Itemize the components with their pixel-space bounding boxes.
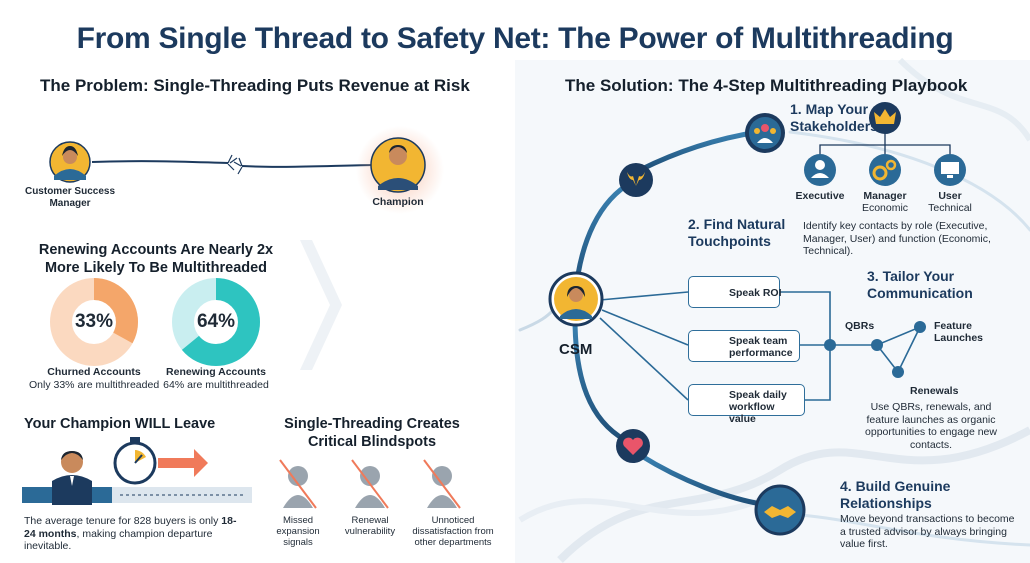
blindspots-heading: Single-Threading Creates Critical Blinds… xyxy=(284,416,460,450)
touchpoint-roi-label: Speak ROI xyxy=(729,287,782,299)
gears-icon xyxy=(869,154,901,186)
role-user: User xyxy=(938,190,962,202)
blindspot-person-icon xyxy=(423,459,461,509)
role-user-sub: Technical xyxy=(928,202,972,214)
touchpoint-roi xyxy=(688,276,780,308)
touchpoint-team-label: Speak team performance xyxy=(729,335,793,359)
tenure-text: The average tenure for 828 buyers is onl… xyxy=(24,515,237,552)
renewing-label: Renewing Accounts xyxy=(166,366,266,378)
communication-network xyxy=(824,321,926,378)
leaving-person-icon xyxy=(52,451,92,505)
renewing-percent: 64% xyxy=(196,311,236,332)
champion-leave-heading: Your Champion WILL Leave xyxy=(24,416,216,432)
node-qbrs: QBRs xyxy=(845,320,875,332)
problem-heading: The Problem: Single-Threading Puts Reven… xyxy=(40,76,470,95)
touchpoint-team xyxy=(688,330,800,362)
crown-icon xyxy=(869,102,901,134)
role-manager-sub: Economic xyxy=(861,202,909,214)
stopwatch-icon xyxy=(113,437,157,485)
renewing-sub: 64% are multithreaded xyxy=(163,379,269,391)
renewing-donut-chart xyxy=(172,278,260,366)
team-icon xyxy=(745,113,785,153)
stats-heading: Renewing Accounts Are Nearly 2x More Lik… xyxy=(38,242,274,276)
blindspot-label-3: Unnoticed dissatisfaction from other dep… xyxy=(412,515,494,548)
csm-connectors xyxy=(599,291,877,401)
step3-title: 3. Tailor Your Communication xyxy=(867,268,973,301)
executive-icon xyxy=(804,154,836,186)
handshake-icon xyxy=(754,484,806,536)
churned-donut-chart xyxy=(50,278,138,366)
champion-person-icon xyxy=(370,137,426,193)
bull-icon xyxy=(619,163,653,197)
csm-right-label: CSM xyxy=(559,341,593,358)
step1-desc: Identify key contacts by role (Executive… xyxy=(803,220,991,257)
step3-desc: Use QBRs, renewals, and feature launches… xyxy=(865,401,997,451)
step1-title: 1. Map Your Stakeholders xyxy=(790,101,878,134)
step4-title: 4. Build Genuine Relationships xyxy=(840,478,951,511)
step4-desc: Move beyond transactions to become a tru… xyxy=(840,513,1015,550)
node-renewals: Renewals xyxy=(910,385,959,397)
node-feature-launches: Feature Launches xyxy=(934,320,984,344)
blindspot-person-icon xyxy=(279,459,317,509)
champion-label: Champion xyxy=(372,196,424,208)
solution-heading: The Solution: The 4-Step Multithreading … xyxy=(565,76,968,95)
role-executive: Executive xyxy=(795,190,845,202)
csm-avatar-icon xyxy=(548,271,604,327)
monitor-icon xyxy=(934,154,966,186)
page-title: From Single Thread to Safety Net: The Po… xyxy=(76,22,954,55)
churned-percent: 33% xyxy=(74,311,114,332)
role-manager: Manager xyxy=(863,190,907,202)
arrow-icon xyxy=(158,449,208,477)
blindspot-label-1: Missed expansion signals xyxy=(276,515,320,548)
csm-person-icon xyxy=(49,141,91,183)
single-thread xyxy=(91,154,373,175)
churned-label: Churned Accounts xyxy=(47,366,141,378)
blindspot-person-icon xyxy=(351,459,389,509)
chevron-divider xyxy=(300,240,342,370)
touchpoint-workflow-label: Speak daily workflow value xyxy=(729,389,787,425)
blindspot-label-2: Renewal vulnerability xyxy=(344,515,396,537)
stakeholder-tree xyxy=(819,133,951,155)
csm-label: Customer Success Manager xyxy=(24,186,116,209)
step2-title: 2. Find Natural Touchpoints xyxy=(688,216,786,249)
heart-icon xyxy=(616,429,650,463)
blindspot-figures xyxy=(279,459,461,509)
touchpoint-workflow xyxy=(688,384,805,416)
churned-sub: Only 33% are multithreaded xyxy=(29,379,160,391)
